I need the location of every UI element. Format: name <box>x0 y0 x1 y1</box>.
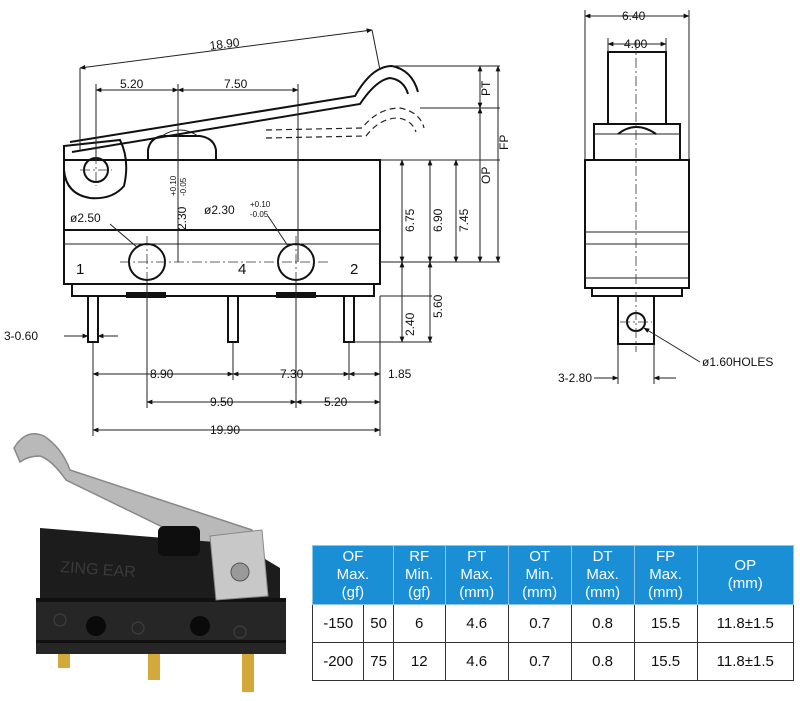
front-plunger <box>607 51 667 125</box>
table-cell: 4.6 <box>444 642 509 681</box>
side-body-top <box>63 159 381 231</box>
dim-6-90: 6.90 <box>431 208 445 232</box>
header-op: OP(mm) <box>696 545 795 605</box>
spec-row-2: -200 75 12 4.6 0.7 0.8 15.5 11.8±1.5 <box>311 642 795 681</box>
lever-boss <box>63 138 128 200</box>
dim-pt: PT <box>479 80 493 96</box>
actuator-dome <box>147 135 217 160</box>
table-cell: 11.8±1.5 <box>696 604 795 643</box>
front-cap <box>593 123 681 161</box>
table-cell: -200 <box>311 642 365 681</box>
dim-op: OP <box>479 167 493 184</box>
photo-actuator <box>158 526 200 556</box>
tol-plus-2: +0.10 <box>250 200 271 209</box>
terminal-4: 4 <box>238 261 246 278</box>
lever-arm <box>69 64 419 143</box>
table-cell: 4.6 <box>444 604 509 643</box>
dim-2-40: 2.40 <box>403 312 417 336</box>
dim-terminal-width: 3-2.80 <box>558 371 592 385</box>
side-view: 18.90 5.20 7.50 2.30 +0.10 -0.05 ø2.50 ø… <box>4 28 511 437</box>
dim-7-30: 7.30 <box>280 367 304 381</box>
spec-row-1: -150 50 6 4.6 0.7 0.8 15.5 11.8±1.5 <box>311 604 795 643</box>
tol-plus-1: +0.10 <box>169 175 178 196</box>
dim-6-75: 6.75 <box>403 208 417 232</box>
dim-holes: ø1.60HOLES <box>702 355 773 369</box>
dim-5-20-top: 5.20 <box>120 77 144 91</box>
photo-terminal-2 <box>148 654 160 680</box>
table-cell: 15.5 <box>633 642 698 681</box>
front-base <box>591 287 683 297</box>
dim-5-60: 5.60 <box>431 294 445 318</box>
lever-operated <box>265 107 425 131</box>
dim-9-50: 9.50 <box>210 395 234 409</box>
table-cell: 75 <box>363 642 394 681</box>
photo-brand: ZING EAR <box>60 559 137 581</box>
table-cell: -150 <box>311 604 365 643</box>
side-body-bottom <box>63 229 381 285</box>
table-cell: 11.8±1.5 <box>696 642 795 681</box>
tol-minus-2: -0.05 <box>250 210 269 219</box>
photo-housing-bottom <box>36 600 286 654</box>
dim-7-45: 7.45 <box>457 208 471 232</box>
dim-pin-width: 3-0.60 <box>4 329 38 343</box>
dim-7-50: 7.50 <box>224 77 248 91</box>
dim-fp: FP <box>497 135 511 150</box>
pin-2 <box>343 295 355 343</box>
dim-hole-dia-1: ø2.50 <box>70 211 101 225</box>
dim-lever-length: 18.90 <box>209 35 241 53</box>
dim-1-85: 1.85 <box>388 367 412 381</box>
table-cell: 0.7 <box>507 642 572 681</box>
table-cell: 0.8 <box>570 642 635 681</box>
photo-hole-2 <box>190 616 210 636</box>
dim-total-length: 19.90 <box>210 423 240 437</box>
photo-hole-1 <box>86 616 106 636</box>
dim-5-20-bottom: 5.20 <box>324 395 348 409</box>
table-cell: 12 <box>392 642 446 681</box>
dim-8-90: 8.90 <box>150 367 174 381</box>
table-cell: 6 <box>392 604 446 643</box>
dim-width-4-00: 4.00 <box>624 37 648 51</box>
tol-minus-1: -0.05 <box>179 177 188 196</box>
table-cell: 0.8 <box>570 604 635 643</box>
front-view: 6.40 4.00 ø1.60HOLES 3-2.80 <box>558 9 773 385</box>
table-cell: 15.5 <box>633 604 698 643</box>
photo-terminal-1 <box>58 654 70 668</box>
pin-4 <box>227 295 239 343</box>
front-body <box>584 159 690 289</box>
side-base <box>71 283 375 297</box>
product-photo: ZING EAR <box>13 433 286 692</box>
table-cell: 50 <box>363 604 394 643</box>
dim-hole-dia-2: ø2.30 <box>204 203 235 217</box>
dim-hole-v-2-30: 2.30 <box>175 206 189 230</box>
photo-terminal-3 <box>242 654 254 692</box>
table-cell: 0.7 <box>507 604 572 643</box>
photo-pivot <box>230 562 250 582</box>
terminal-1: 1 <box>76 261 84 278</box>
dim-width-6-40: 6.40 <box>622 9 646 23</box>
terminal-2: 2 <box>350 261 358 278</box>
pin-1 <box>87 295 99 343</box>
